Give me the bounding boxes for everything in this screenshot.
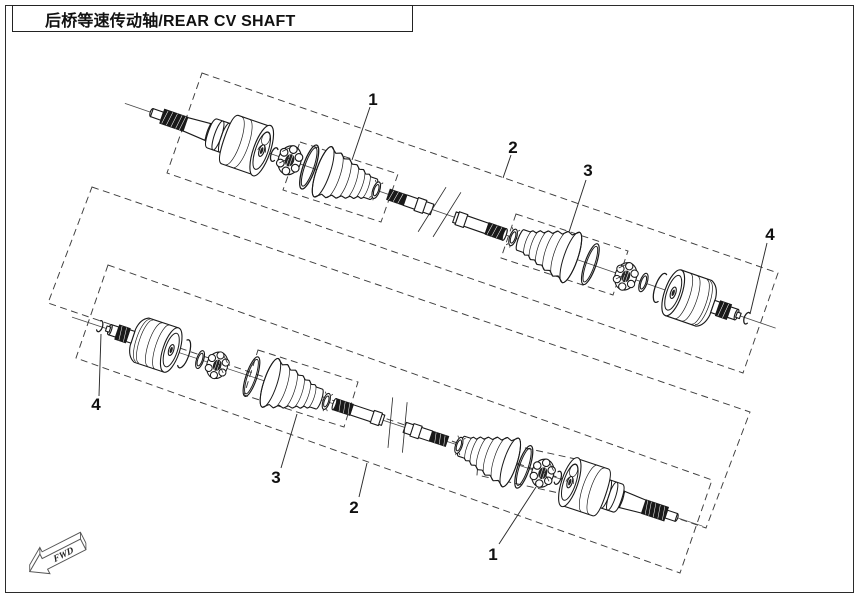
fwd-arrow-extrusion <box>29 531 87 572</box>
callout-labels: 1 2 3 4 4 3 2 1 <box>91 90 775 564</box>
callout-3-upper: 3 <box>583 161 592 180</box>
upper-cv-axle-assembly <box>116 78 784 353</box>
callout-4-upper: 4 <box>765 225 775 244</box>
page-title: 后桥等速传动轴/REAR CV SHAFT <box>45 12 296 30</box>
leader-2-upper <box>502 154 512 179</box>
leader-4-upper <box>749 242 768 315</box>
boot-kit-box-1-upper <box>282 141 399 223</box>
fwd-arrow: FWD <box>28 531 87 575</box>
leader-4-lower <box>98 333 102 397</box>
boot-kit-box-3-upper <box>500 213 629 296</box>
group-box-upper-assembly <box>166 72 779 374</box>
leader-1-lower <box>498 486 537 545</box>
group-box-lower-assembly <box>75 264 713 574</box>
callout-1-upper: 1 <box>368 90 377 109</box>
title-box: 后桥等速传动轴/REAR CV SHAFT <box>12 5 413 32</box>
leader-2-lower <box>358 462 368 498</box>
callout-3-lower: 3 <box>271 468 280 487</box>
group-box-middle <box>47 186 751 529</box>
callout-2-lower: 2 <box>349 498 358 517</box>
leader-1-upper <box>351 106 371 161</box>
leader-3-lower <box>280 413 298 469</box>
fwd-arrow-face <box>28 538 87 575</box>
boot-kit-box-3-lower <box>243 349 359 428</box>
callout-2-upper: 2 <box>508 138 517 157</box>
callout-4-lower: 4 <box>91 395 101 414</box>
callout-leaders <box>98 106 768 545</box>
leader-3-upper <box>568 179 587 233</box>
lower-cv-axle-assembly <box>64 293 710 551</box>
callout-1-lower: 1 <box>488 545 497 564</box>
page-border <box>5 5 854 593</box>
